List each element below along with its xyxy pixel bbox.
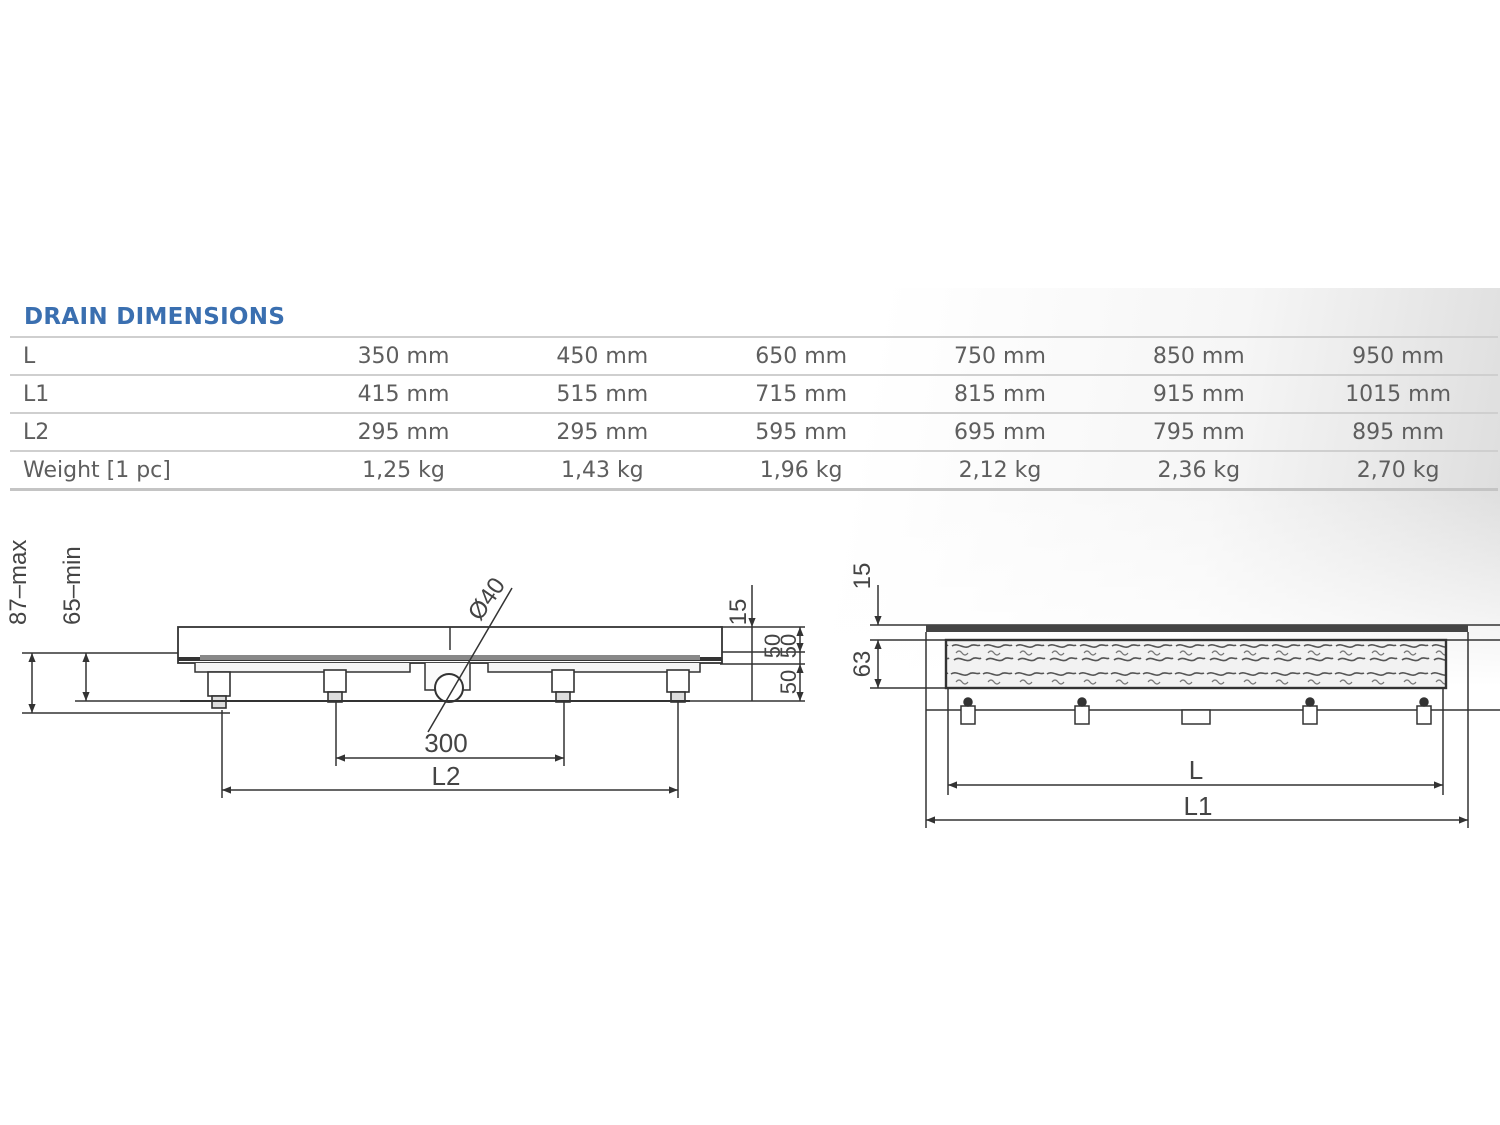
table-row: L 350 mm 450 mm 650 mm 750 mm 850 mm 950… bbox=[10, 336, 1498, 376]
table-cell: 1,25 kg bbox=[304, 451, 503, 491]
dim-label-l: L bbox=[1189, 755, 1203, 785]
table-cell: 850 mm bbox=[1099, 336, 1299, 376]
table-cell: 795 mm bbox=[1099, 413, 1299, 452]
table-cell: 750 mm bbox=[900, 336, 1100, 376]
table-cell: 950 mm bbox=[1298, 336, 1498, 376]
dim-label-15-front: 15 bbox=[849, 563, 876, 590]
table-cell: 595 mm bbox=[701, 413, 901, 452]
table-cell: 2,36 kg bbox=[1099, 451, 1299, 491]
table-cell: 295 mm bbox=[304, 413, 503, 452]
dim-label-50-lower: 50 bbox=[776, 670, 801, 694]
table-row: L2 295 mm 295 mm 595 mm 695 mm 795 mm 89… bbox=[10, 413, 1498, 452]
row-label: L bbox=[10, 336, 305, 376]
table-cell: 415 mm bbox=[304, 375, 503, 414]
table-cell: 895 mm bbox=[1298, 413, 1498, 452]
dim-label-63: 63 bbox=[849, 651, 876, 678]
table-cell: 1015 mm bbox=[1298, 375, 1498, 414]
table-cell: 695 mm bbox=[900, 413, 1100, 452]
table-cell: 1,43 kg bbox=[502, 451, 702, 491]
dim-label-l2: L2 bbox=[432, 761, 461, 791]
dim-label-l1: L1 bbox=[1184, 791, 1213, 821]
table-row: L1 415 mm 515 mm 715 mm 815 mm 915 mm 10… bbox=[10, 375, 1498, 414]
table-cell: 450 mm bbox=[502, 336, 702, 376]
side-view-drawing bbox=[22, 585, 805, 798]
table-cell: 515 mm bbox=[502, 375, 702, 414]
dim-label-50-mid: 50 bbox=[776, 634, 801, 658]
table-title: DRAIN DIMENSIONS bbox=[24, 304, 286, 330]
table-cell: 915 mm bbox=[1099, 375, 1299, 414]
row-label: L1 bbox=[10, 375, 305, 414]
table-cell: 715 mm bbox=[701, 375, 901, 414]
table-cell: 815 mm bbox=[900, 375, 1100, 414]
table-cell: 2,12 kg bbox=[900, 451, 1100, 491]
dim-label-300: 300 bbox=[424, 728, 467, 758]
table-row: Weight [1 pc] 1,25 kg 1,43 kg 1,96 kg 2,… bbox=[10, 451, 1498, 491]
row-label: L2 bbox=[10, 413, 305, 452]
front-view-drawing bbox=[870, 585, 1500, 828]
table-cell: 650 mm bbox=[701, 336, 901, 376]
table-cell: 1,96 kg bbox=[701, 451, 901, 491]
dim-label-65-min: 65–min bbox=[59, 546, 86, 625]
dim-label-50-upper: 50 bbox=[760, 634, 785, 658]
table-cell: 350 mm bbox=[304, 336, 503, 376]
dimensions-table: L 350 mm 450 mm 650 mm 750 mm 850 mm 950… bbox=[10, 336, 1498, 491]
table-cell: 295 mm bbox=[502, 413, 702, 452]
table-cell: 2,70 kg bbox=[1298, 451, 1498, 491]
dim-label-diameter: Ø40 bbox=[463, 573, 511, 626]
dim-label-87-max: 87–max bbox=[5, 540, 32, 625]
row-label: Weight [1 pc] bbox=[10, 451, 305, 491]
dim-label-15-side: 15 bbox=[725, 599, 752, 626]
